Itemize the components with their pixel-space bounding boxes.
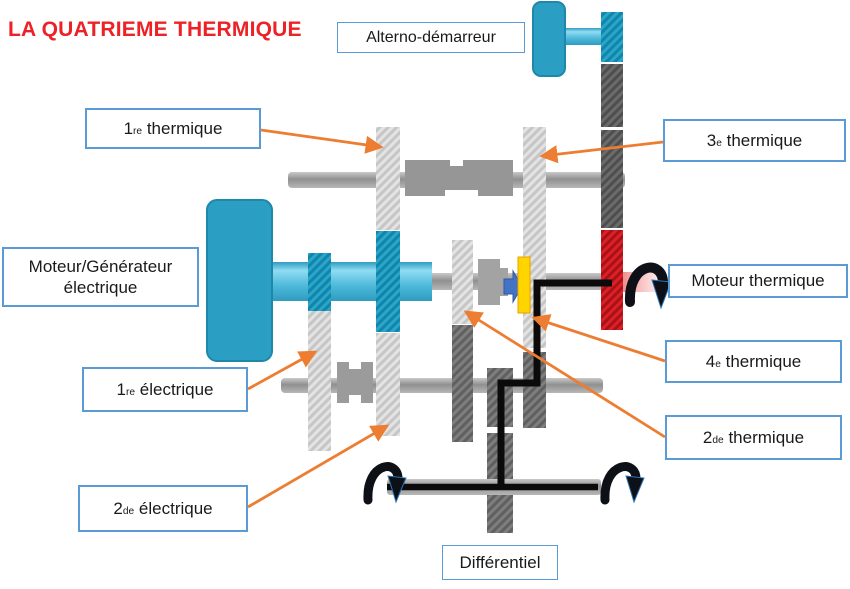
label-text: 2de électrique	[113, 498, 213, 518]
rotation-arrow-left-wheel	[363, 462, 407, 505]
power-flow-path	[497, 279, 612, 487]
dog-clutch-tab	[361, 362, 373, 370]
dog-clutch-tab	[361, 395, 373, 403]
gear-column-third	[452, 240, 473, 442]
label-text: Différentiel	[459, 552, 541, 572]
label-differentiel: Différentiel	[442, 545, 558, 580]
label-text: 1re thermique	[123, 118, 223, 138]
starter-alternator-gear	[601, 12, 623, 62]
electric-motor-body	[206, 199, 273, 362]
callout-line-1re-thermique	[260, 128, 384, 154]
callout-line-2de-thermique	[463, 310, 666, 439]
label-moteur-thermique: Moteur thermique	[668, 264, 848, 298]
rotation-arrow-engine	[624, 262, 672, 310]
label-text: Alterno-démarreur	[366, 28, 496, 46]
callout-line-1re-electrique	[247, 350, 318, 391]
gear-column-second	[308, 253, 331, 451]
rotation-arrow-right-wheel	[600, 462, 645, 505]
label-text-line1: Moteur/Générateur	[28, 256, 173, 276]
input-shaft-blue	[268, 262, 432, 301]
callout-lines	[247, 128, 666, 509]
gear-2nd-thermal	[452, 240, 473, 324]
label-2de-thermique: 2de thermique	[665, 415, 842, 460]
callout-line-4e-thermique	[531, 314, 666, 363]
right-gear-column	[601, 12, 623, 330]
callout-line-3e-thermique	[539, 140, 664, 164]
dog-clutch-tab	[337, 395, 349, 403]
callout-line-2de-electrique	[247, 424, 390, 509]
gear-1st-thermal	[376, 127, 400, 230]
label-text: 1re électrique	[116, 379, 214, 399]
label-4e-thermique: 4e thermique	[665, 340, 842, 383]
gear-teal-input-small	[308, 253, 331, 311]
lower-dog-clutch-group	[337, 362, 373, 403]
dog-clutch-main	[478, 259, 500, 305]
gear-dark-lower-a	[452, 325, 473, 442]
label-1re-electrique: 1re électrique	[82, 367, 248, 412]
label-moteur-generateur: Moteur/Générateur électrique	[2, 247, 199, 307]
label-alterno-demarreur: Alterno-démarreur	[337, 22, 525, 53]
dog-clutch-lower	[337, 369, 373, 395]
gear-dark-right-top	[601, 64, 623, 127]
starter-alternator-shaft	[563, 28, 603, 45]
gear-teal-input-large	[376, 231, 400, 332]
label-2de-electrique: 2de électrique	[78, 485, 248, 532]
synchro-yellow	[517, 256, 531, 314]
label-text-line2: électrique	[63, 278, 138, 297]
gear-2nd-electric	[376, 333, 400, 436]
label-1re-thermique: 1re thermique	[85, 108, 261, 149]
label-text: 4e thermique	[705, 351, 802, 371]
gear-1st-electric	[308, 311, 331, 451]
dog-clutch-upper	[405, 160, 513, 196]
label-text: 3e thermique	[706, 130, 803, 150]
dog-clutch-tab	[337, 362, 349, 370]
page-title: LA QUATRIEME THERMIQUE	[8, 18, 302, 41]
gear-column-first	[376, 127, 400, 436]
label-text: Moteur thermique	[691, 271, 825, 291]
label-3e-thermique: 3e thermique	[663, 119, 846, 162]
starter-alternator-body	[532, 1, 566, 77]
gear-dark-right-mid	[601, 130, 623, 228]
label-text: 2de thermique	[702, 427, 805, 447]
